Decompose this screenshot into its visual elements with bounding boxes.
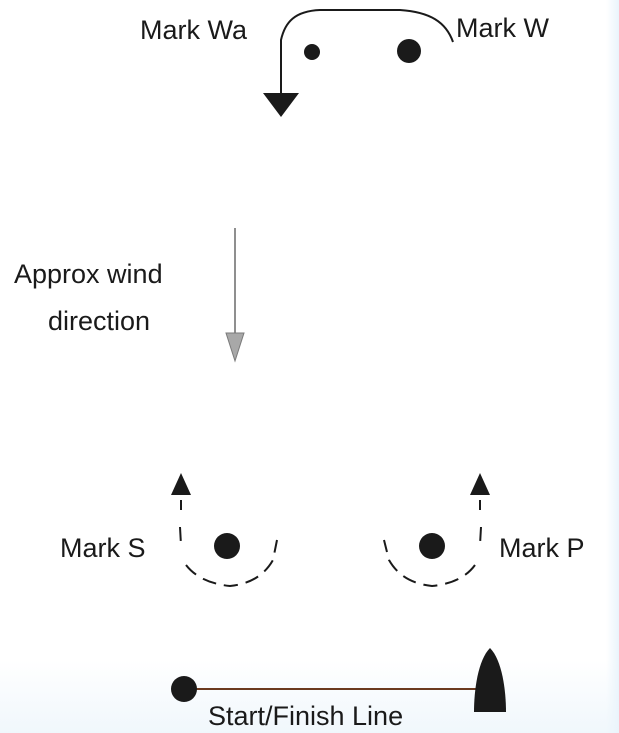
mark-p-exit-arrowhead (470, 473, 490, 495)
mark-s-buoy (214, 533, 240, 559)
right-edge-tint (606, 0, 619, 733)
mark-wa-buoy (304, 44, 320, 60)
wind-direction-label-line1: Approx wind (14, 259, 163, 289)
wind-direction-label-line2: direction (48, 306, 151, 336)
mark-p-rounding-path (383, 500, 482, 588)
committee-boat-icon (474, 648, 506, 712)
mark-p-label: Mark P (499, 533, 585, 563)
mark-wa-label: Mark Wa (140, 15, 247, 45)
mark-s-rounding-path (179, 500, 278, 588)
start-finish-line-label: Start/Finish Line (208, 701, 404, 731)
pin-end-buoy (171, 676, 197, 702)
windward-rounding-path (280, 9, 454, 95)
wind-arrow-head (225, 332, 245, 363)
bottom-edge-tint (0, 660, 619, 733)
mark-w-label: Mark W (456, 13, 549, 43)
mark-s-label: Mark S (60, 533, 146, 563)
windward-rounding-arrowhead (263, 93, 299, 117)
mark-w-buoy (397, 39, 421, 63)
mark-s-exit-arrowhead (171, 473, 191, 495)
mark-p-buoy (419, 533, 445, 559)
